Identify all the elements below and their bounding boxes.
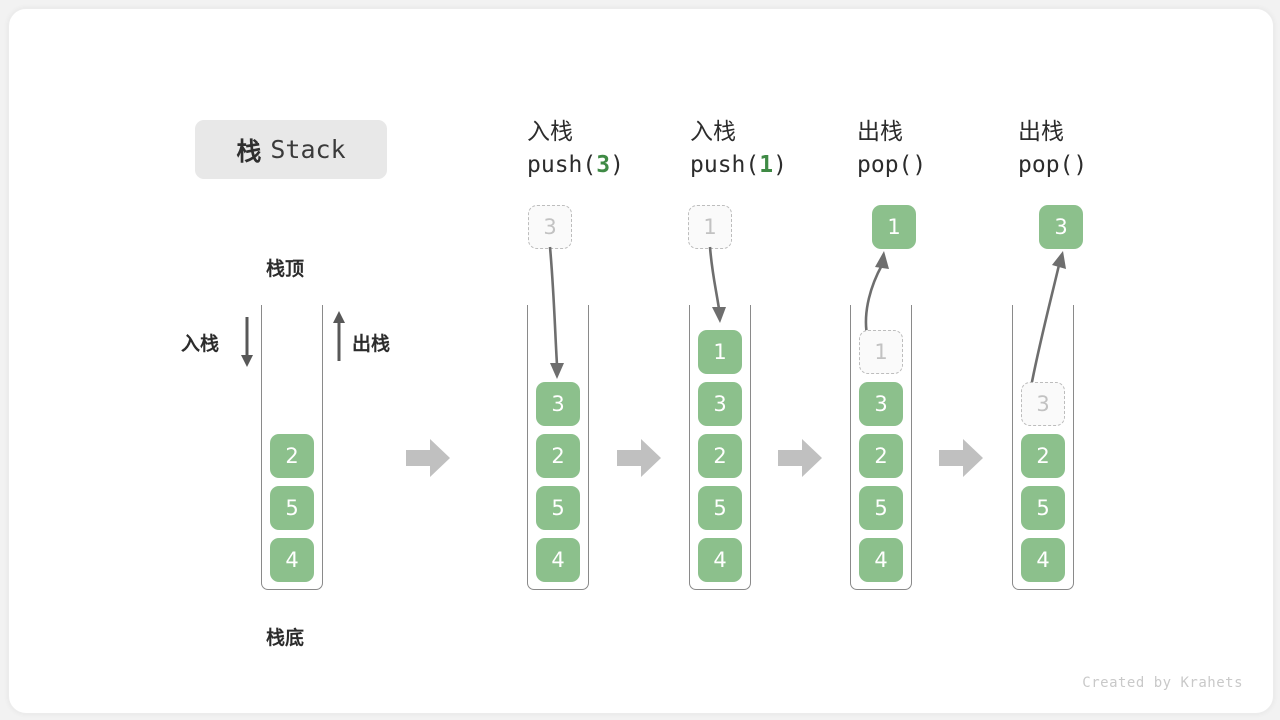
- op-label-cn: 入栈: [690, 118, 736, 144]
- op-label-cn: 入栈: [527, 118, 573, 144]
- pop-motion-arrow-icon: [849, 249, 919, 339]
- stack-cell: 5: [859, 486, 903, 530]
- stack-cell: 2: [270, 434, 314, 478]
- stack-tube-3: [850, 305, 912, 590]
- stack-cell: 3: [698, 382, 742, 426]
- label-pop-main: 出栈: [352, 334, 391, 355]
- title-chip: 栈 Stack: [195, 120, 387, 179]
- stack-cell: 5: [698, 486, 742, 530]
- title-cn: 栈: [236, 137, 263, 166]
- pop-up-arrow-icon: [330, 309, 348, 361]
- step-arrow-icon: [406, 439, 450, 477]
- detached-cell-ghost: 3: [528, 205, 572, 249]
- stack-cell: 4: [859, 538, 903, 582]
- step-arrow-icon: [617, 439, 661, 477]
- step-arrow-icon: [778, 439, 822, 477]
- detached-cell-popped: 3: [1039, 205, 1083, 249]
- diagram-card: 栈 Stack 栈顶 栈底 入栈 出栈 2 5 4: [8, 8, 1274, 714]
- stack-tube-0: [261, 305, 323, 590]
- push-down-arrow-icon: [238, 317, 256, 369]
- stack-cell: 5: [270, 486, 314, 530]
- stack-cell: 2: [536, 434, 580, 478]
- stack-cell: 4: [270, 538, 314, 582]
- stack-tube-2: [689, 305, 751, 590]
- stack-cell-ghost: 3: [1021, 382, 1065, 426]
- stack-cell: 2: [698, 434, 742, 478]
- stack-cell: 2: [859, 434, 903, 478]
- stack-cell: 2: [1021, 434, 1065, 478]
- op-header-push-3: 入栈 push(3): [527, 114, 677, 182]
- op-header-pop-3: 出栈 pop(): [1018, 114, 1168, 182]
- op-label-code: pop(): [857, 152, 927, 178]
- label-push-main: 入栈: [181, 334, 220, 355]
- stack-tube-4: [1012, 305, 1074, 590]
- op-label-code: push(1): [690, 152, 787, 178]
- stack-cell: 4: [536, 538, 580, 582]
- label-stack-top: 栈顶: [266, 259, 305, 280]
- stack-cell: 3: [859, 382, 903, 426]
- title-en: Stack: [270, 135, 346, 164]
- stack-cell: 5: [536, 486, 580, 530]
- stack-cell: 4: [1021, 538, 1065, 582]
- stack-cell: 5: [1021, 486, 1065, 530]
- op-header-push-1: 入栈 push(1): [690, 114, 840, 182]
- stack-cell: 3: [536, 382, 580, 426]
- detached-cell-ghost: 1: [688, 205, 732, 249]
- op-label-code: push(3): [527, 152, 624, 178]
- pop-motion-arrow-icon: [1009, 249, 1089, 391]
- push-motion-arrow-icon: [528, 246, 588, 387]
- op-header-pop-1: 出栈 pop(): [857, 114, 1007, 182]
- op-label-cn: 出栈: [1018, 118, 1064, 144]
- push-motion-arrow-icon: [688, 246, 748, 337]
- stack-cell: 4: [698, 538, 742, 582]
- op-label-code: pop(): [1018, 152, 1088, 178]
- op-label-cn: 出栈: [857, 118, 903, 144]
- stack-tube-1: [527, 305, 589, 590]
- label-stack-bottom: 栈底: [266, 628, 305, 649]
- stack-cell-ghost: 1: [859, 330, 903, 374]
- footer-credit: Created by Krahets: [1082, 675, 1243, 691]
- step-arrow-icon: [939, 439, 983, 477]
- detached-cell-popped: 1: [872, 205, 916, 249]
- stack-cell: 1: [698, 330, 742, 374]
